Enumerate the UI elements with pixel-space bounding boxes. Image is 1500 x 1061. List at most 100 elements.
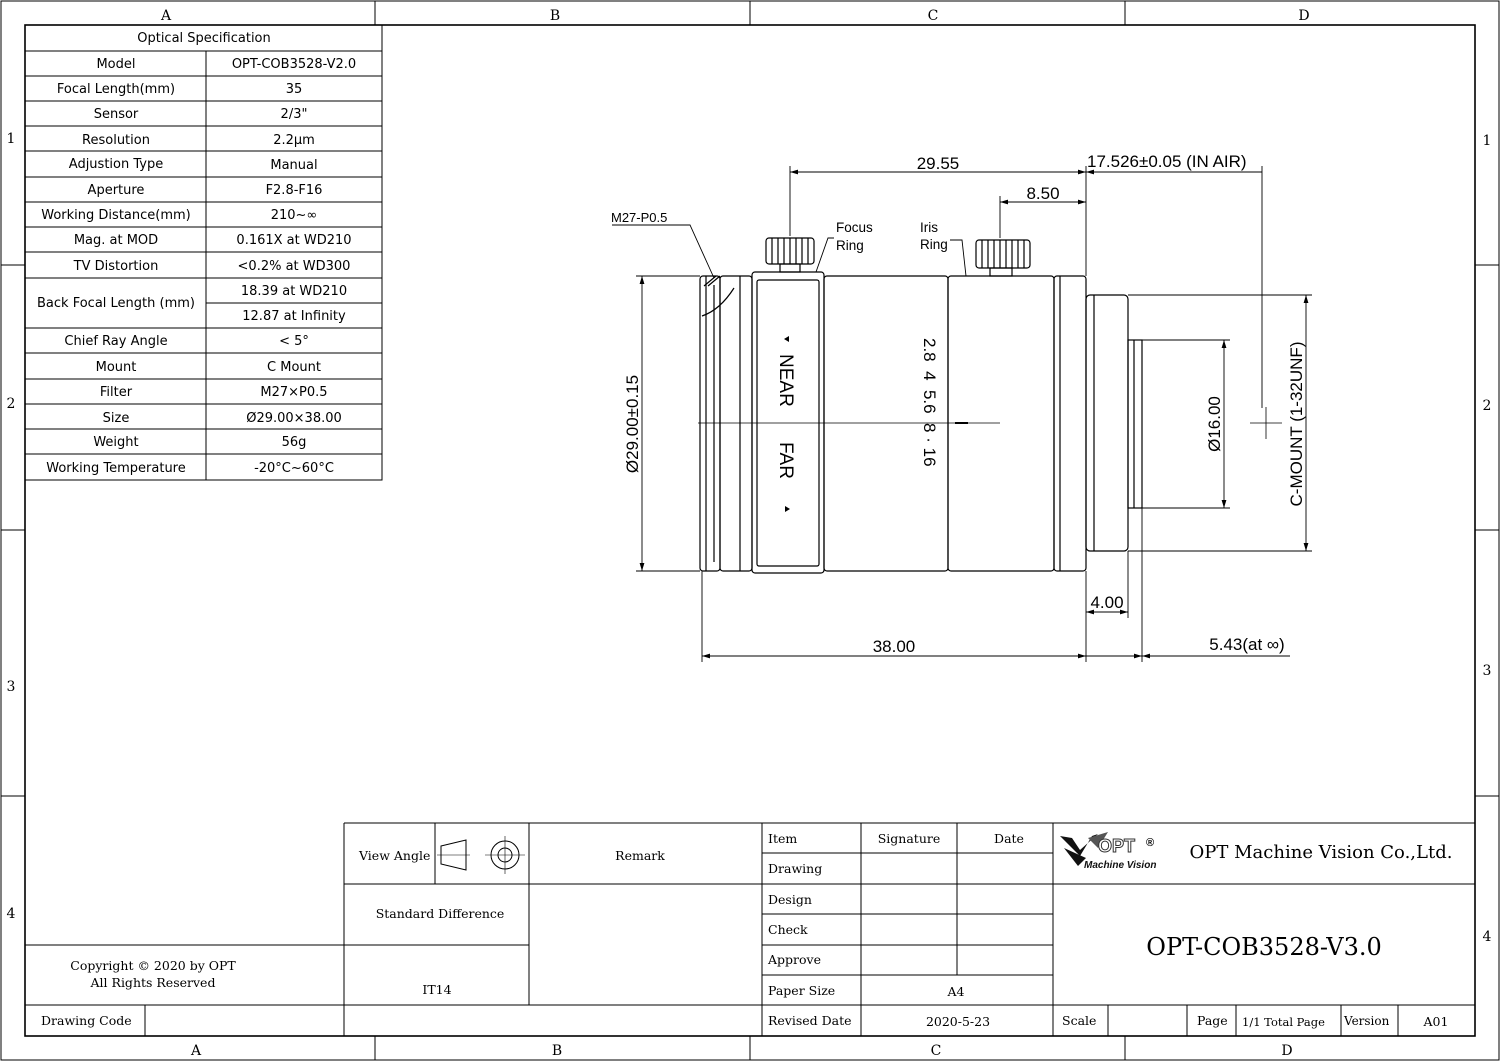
scale-label: Scale: [1062, 1013, 1096, 1028]
approve-row-label: Approve: [767, 952, 821, 967]
frame-labels: A B C D A B C D 1 2 3 4 1 2 3 4: [7, 8, 1492, 1059]
focus-ring-label-line1: Focus: [836, 220, 873, 235]
spec-value-sensor: 2/3": [281, 107, 308, 122]
part-number: OPT-COB3528-V3.0: [1146, 933, 1381, 961]
spec-label-back-focal-length: Back Focal Length (mm): [37, 296, 195, 311]
version-label: Version: [1343, 1014, 1390, 1028]
spec-label-size: Size: [103, 411, 130, 426]
dim-inner-diameter: Ø16.00: [1205, 396, 1224, 452]
dim-29-55: 29.55: [917, 154, 960, 173]
page-label: Page: [1197, 1013, 1228, 1028]
spec-value-resolution: 2.2μm: [273, 133, 315, 148]
frame-col-c-bottom: C: [931, 1043, 942, 1059]
spec-label-filter: Filter: [100, 385, 133, 400]
item-header: Item: [768, 831, 797, 846]
spec-value-mag-at-mod: 0.161X at WD210: [236, 233, 351, 248]
frame-row-3-left: 3: [7, 679, 16, 695]
total-page-value: 1/1 Total Page: [1242, 1015, 1325, 1029]
spec-label-model: Model: [96, 57, 135, 72]
logo-text: OPT: [1098, 836, 1135, 856]
frame-row-4-left: 4: [7, 906, 16, 922]
spec-label-sensor: Sensor: [94, 107, 139, 122]
drawing-code-label: Drawing Code: [41, 1013, 132, 1028]
drawing-row-label: Drawing: [768, 861, 822, 876]
focus-far-label: FAR: [775, 442, 796, 479]
check-row-label: Check: [768, 922, 808, 937]
paper-size-label: Paper Size: [768, 983, 835, 998]
design-row-label: Design: [768, 892, 812, 907]
logo-subtext: Machine Vision: [1084, 860, 1156, 871]
standard-difference-label: Standard Difference: [376, 906, 505, 921]
spec-value-weight: 56g: [282, 435, 307, 450]
frame-col-d-top: D: [1298, 8, 1309, 24]
spec-title: Optical Specification: [137, 31, 271, 46]
thread-label: M27-P0.5: [611, 210, 667, 225]
spec-value-back-focal-length-infinity: 12.87 at Infinity: [242, 309, 346, 324]
dim-outer-diameter: Ø29.00±0.15: [623, 375, 642, 473]
spec-label-tv-distortion: TV Distortion: [73, 259, 159, 274]
copyright-line1: Copyright © 2020 by OPT: [70, 958, 236, 973]
spec-label-chief-ray-angle: Chief Ray Angle: [64, 334, 167, 349]
dim-c-mount-thread: C-MOUNT (1-32UNF): [1287, 342, 1306, 507]
drawing-labels: M27-P0.5 Focus Ring Iris Ring 29.55 17.5…: [611, 152, 1306, 656]
spec-label-mag-at-mod: Mag. at MOD: [74, 233, 158, 248]
remark-label: Remark: [615, 848, 665, 863]
version-value: A01: [1423, 1014, 1449, 1029]
frame-row-3-right: 3: [1483, 663, 1492, 679]
tolerance-value: IT14: [422, 982, 451, 997]
dim-5-43: 5.43(at ∞): [1209, 635, 1284, 654]
far-arrow-icon: [785, 506, 790, 512]
spec-table-text: Optical Specification Model OPT-COB3528-…: [37, 31, 356, 476]
opt-logo: OPT ® Machine Vision: [1060, 832, 1156, 871]
revised-date-value: 2020-5-23: [926, 1014, 990, 1029]
paper-size-value: A4: [947, 984, 965, 999]
spec-value-working-temperature: -20°C~60°C: [254, 461, 334, 476]
title-block-text: View Angle Remark Standard Difference IT…: [41, 831, 1452, 1029]
focus-near-label: NEAR: [775, 354, 796, 407]
spec-value-chief-ray-angle: < 5°: [279, 334, 309, 349]
ring-marks: [784, 336, 790, 512]
frame-col-a-top: A: [160, 8, 172, 24]
frame-col-b-top: B: [550, 8, 560, 24]
dim-flange-distance: 17.526±0.05 (IN AIR): [1087, 152, 1247, 171]
frame-col-d-bottom: D: [1281, 1043, 1292, 1059]
frame-row-1-left: 1: [7, 131, 16, 147]
spec-value-working-distance: 210~∞: [271, 208, 318, 223]
dimension-lines: [612, 166, 1312, 662]
near-arrow-icon: [784, 336, 789, 342]
date-header: Date: [994, 831, 1024, 846]
copyright-line2: All Rights Reserved: [90, 975, 216, 990]
signature-header: Signature: [878, 831, 941, 846]
spec-value-mount: C Mount: [267, 360, 321, 375]
dim-4-00: 4.00: [1090, 593, 1123, 612]
title-block-grid: [25, 822, 1475, 1036]
spec-value-filter: M27×P0.5: [260, 385, 327, 400]
iris-ring-label-line2: Ring: [920, 237, 948, 252]
spec-label-focal-length: Focal Length(mm): [57, 82, 175, 97]
frame-col-b-bottom: B: [552, 1043, 562, 1059]
company-name: OPT Machine Vision Co.,Ltd.: [1190, 842, 1453, 863]
spec-value-adjustion-type: Manual: [270, 158, 317, 173]
aperture-scale: 2.8 4 5.6 8 · 16: [920, 338, 939, 467]
center-line: [698, 407, 1282, 439]
spec-value-size: Ø29.00×38.00: [246, 411, 342, 426]
frame-row-2-left: 2: [7, 396, 16, 412]
dim-38-00: 38.00: [873, 637, 916, 656]
frame-row-2-right: 2: [1483, 398, 1492, 414]
spec-value-tv-distortion: <0.2% at WD300: [238, 259, 351, 274]
spec-value-back-focal-length-wd210: 18.39 at WD210: [241, 284, 347, 299]
frame-row-1-right: 1: [1483, 133, 1492, 149]
spec-label-aperture: Aperture: [88, 183, 145, 198]
frame-col-c-top: C: [928, 8, 939, 24]
registered-icon: ®: [1146, 837, 1154, 849]
revised-date-label: Revised Date: [768, 1013, 852, 1028]
spec-label-weight: Weight: [93, 435, 138, 450]
spec-value-model: OPT-COB3528-V2.0: [232, 57, 356, 72]
iris-ring-label-line1: Iris: [920, 220, 938, 235]
dim-8-50: 8.50: [1026, 184, 1059, 203]
spec-value-aperture: F2.8-F16: [266, 183, 323, 198]
spec-label-working-temperature: Working Temperature: [46, 461, 186, 476]
spec-label-adjustion-type: Adjustion Type: [69, 157, 163, 172]
